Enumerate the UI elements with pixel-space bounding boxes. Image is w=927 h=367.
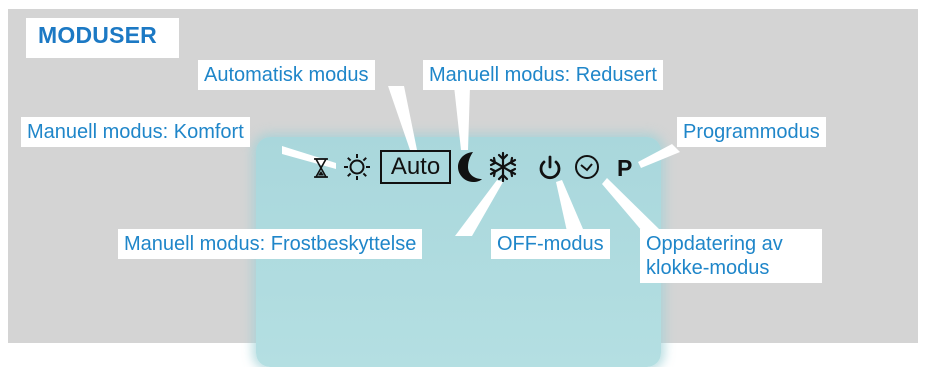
hourglass-icon: [314, 158, 328, 178]
label-automatic: Automatisk modus: [198, 60, 375, 90]
title-box: [26, 18, 179, 58]
auto-indicator: Auto: [380, 150, 451, 184]
label-clock-line2: klokke-modus: [646, 257, 770, 279]
label-off: OFF-modus: [491, 229, 610, 259]
label-comfort: Manuell modus: Komfort: [21, 117, 250, 147]
power-icon: [539, 155, 561, 180]
connector-reduced: [454, 86, 470, 150]
connector-clock: [602, 178, 660, 238]
label-clock-line1: Oppdatering av: [646, 233, 783, 255]
clock-icon: [575, 155, 599, 179]
page-title: MODUSER: [38, 22, 157, 48]
sun-icon: [344, 154, 370, 180]
label-clock: Oppdatering av klokke-modus: [640, 229, 822, 283]
connector-automatic: [388, 86, 417, 150]
label-frost: Manuell modus: Frostbeskyttelse: [118, 229, 423, 259]
connector-comfort: [282, 146, 336, 169]
connector-program: [638, 144, 680, 168]
label-program: Programmodus: [677, 117, 826, 147]
connector-off: [556, 180, 586, 236]
moon-icon: [458, 152, 482, 182]
snowflake-icon: [489, 151, 517, 183]
program-indicator: P: [617, 155, 633, 181]
label-reduced: Manuell modus: Redusert: [423, 60, 663, 90]
connector-lines: [282, 86, 680, 238]
connector-frost: [455, 180, 503, 236]
